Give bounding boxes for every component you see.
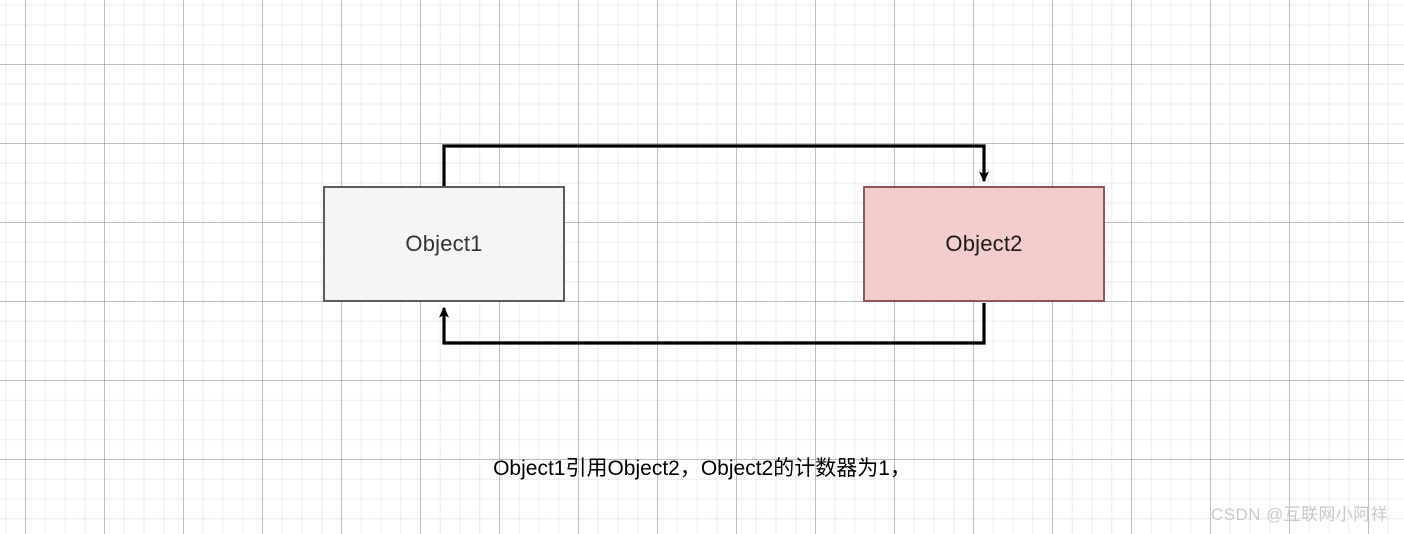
- edge-object2-to-object1[interactable]: [439, 303, 986, 345]
- edge-object1-to-object2[interactable]: [442, 144, 989, 187]
- edge-path-object1-to-object2: [442, 144, 989, 187]
- watermark: CSDN @互联网小阿祥: [1211, 505, 1388, 524]
- node-object1-label: Object1: [405, 231, 483, 256]
- node-object1[interactable]: Object1: [323, 186, 565, 302]
- node-object2[interactable]: Object2: [863, 186, 1105, 302]
- node-object2-label: Object2: [945, 231, 1023, 256]
- edge-path-object2-to-object1: [439, 303, 986, 345]
- caption-line-1: Object1引用Object2，Object2的计数器为1，: [493, 457, 911, 480]
- diagram-caption: Object1引用Object2，Object2的计数器为1， Object2引…: [0, 391, 1404, 534]
